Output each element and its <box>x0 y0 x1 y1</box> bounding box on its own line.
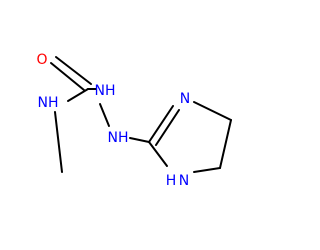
hydrazine-nh-upper-atom-label: NH <box>95 83 116 99</box>
bond-ring-c-n-double-a <box>148 105 174 143</box>
bond-n-n <box>99 103 110 127</box>
atom-labels: O NH NH NH N H N <box>36 52 190 189</box>
bond-nh-ring-c <box>129 137 150 143</box>
hydrazine-nh-lower-atom-label: NH <box>108 130 129 146</box>
bond-carbonyl-double-a <box>50 62 85 91</box>
bond-methyl-amide-n <box>54 111 63 173</box>
bond-amide-n-carbonyl-c <box>67 88 89 102</box>
bond-ring-ch2-ch2 <box>219 119 232 169</box>
amide-nh-atom-label: NH <box>38 95 59 111</box>
bond-ring-n-ch2-upper <box>193 101 232 121</box>
ring-nh-h-atom-label: H <box>166 173 177 189</box>
molecule-structure: O NH NH NH N H N <box>36 52 232 189</box>
bond-carbonyl-double-b <box>55 56 92 85</box>
oxygen-atom-label: O <box>36 52 47 68</box>
bond-lines <box>50 56 232 173</box>
bond-ring-nh-c <box>148 141 168 167</box>
bond-ring-c-n-double-b <box>155 109 180 146</box>
ring-n-atom-label: N <box>180 91 190 107</box>
ring-nh-n-atom-label: N <box>179 173 189 189</box>
bond-ring-ch2-nh <box>193 167 221 173</box>
